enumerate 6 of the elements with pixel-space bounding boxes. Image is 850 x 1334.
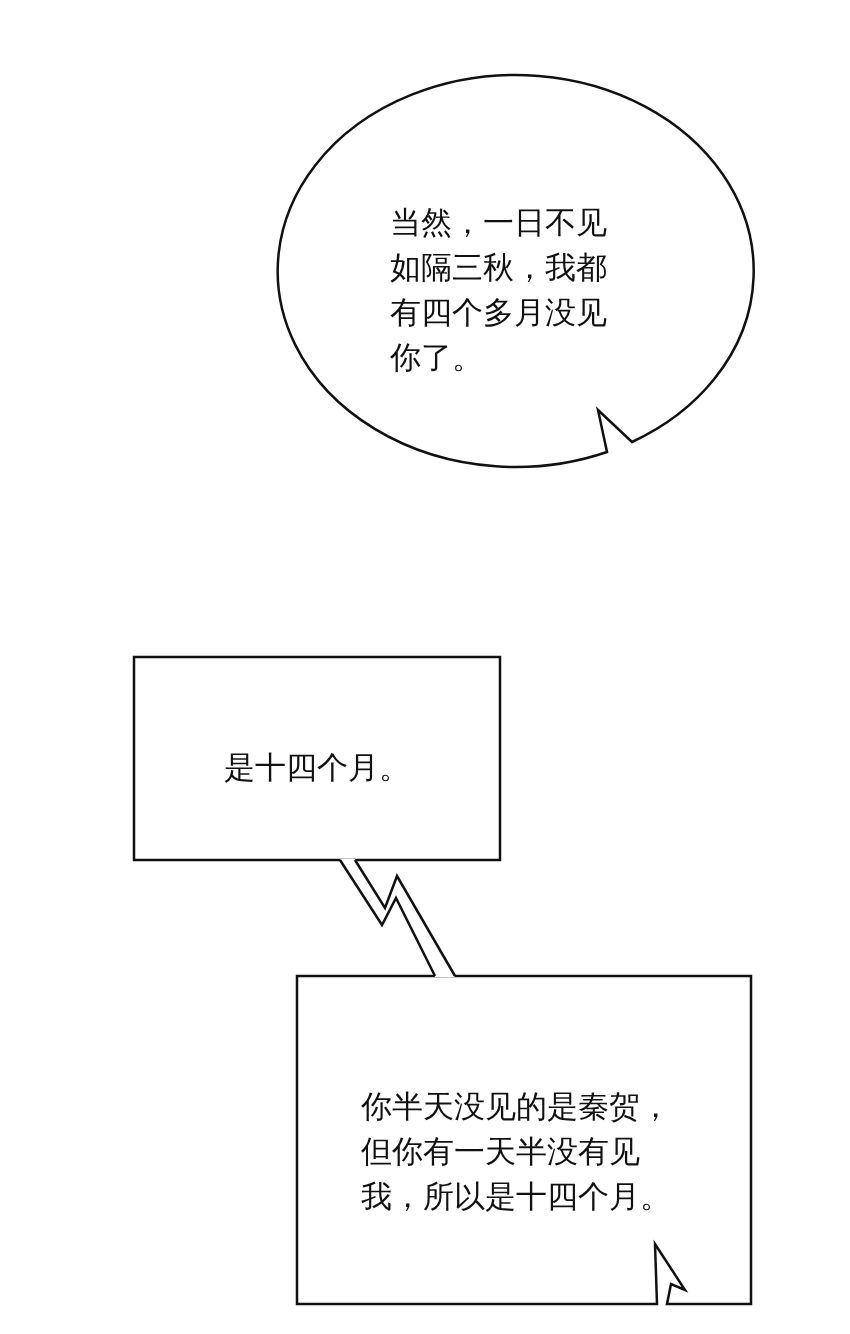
dialogue-text: 当然，一日不见如隔三秋，我都有四个多月没见你了。	[390, 203, 608, 377]
speech-box	[134, 657, 500, 860]
speech-box	[297, 976, 751, 1304]
dialogue-text: 是十四个月。	[223, 748, 411, 787]
zigzag-connector	[338, 858, 457, 978]
dialogue-text: 你半天没见的是秦贺，但你有一天半没有见我，所以是十四个月。	[361, 1087, 672, 1216]
